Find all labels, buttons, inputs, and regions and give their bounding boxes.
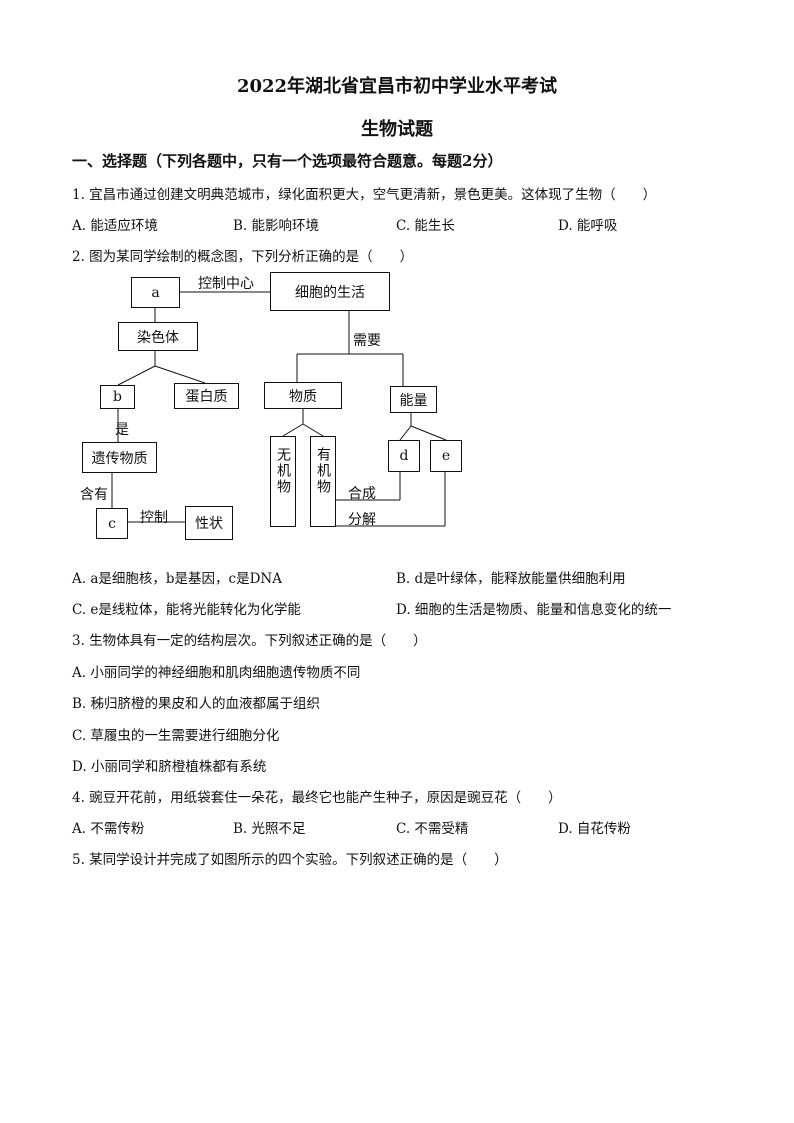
node-organic: 有机物: [310, 436, 336, 527]
section-heading: 一、选择题（下列各题中，只有一个选项最符合题意。每题2分）: [72, 152, 503, 170]
question-4-option-d: D. 自花传粉: [558, 821, 631, 837]
question-4-option-c: C. 不需受精: [396, 821, 469, 837]
question-2-option-c: C. e是线粒体，能将光能转化为化学能: [72, 602, 301, 618]
question-4-stem: 4. 豌豆开花前，用纸袋套住一朵花，最终它也能产生种子，原因是豌豆花（ ）: [72, 790, 562, 806]
label-contain: 含有: [80, 487, 108, 503]
exam-subtitle: 生物试题: [361, 119, 433, 140]
label-need: 需要: [353, 333, 381, 349]
question-2-option-d: D. 细胞的生活是物质、能量和信息变化的统一: [396, 602, 672, 618]
node-c: c: [96, 508, 128, 539]
question-4-option-b: B. 光照不足: [233, 821, 306, 837]
node-a: a: [131, 277, 180, 308]
node-cell-life: 细胞的生活: [270, 272, 390, 311]
node-inorganic-text: 无机物: [275, 447, 291, 495]
label-is: 是: [115, 422, 129, 438]
label-decompose: 分解: [348, 512, 376, 528]
question-1-option-a: A. 能适应环境: [72, 218, 158, 234]
node-inorganic: 无机物: [270, 436, 296, 527]
node-e: e: [430, 440, 462, 472]
question-1-option-d: D. 能呼吸: [558, 218, 618, 234]
question-3-stem: 3. 生物体具有一定的结构层次。下列叙述正确的是（ ）: [72, 633, 427, 649]
question-5-stem: 5. 某同学设计并完成了如图所示的四个实验。下列叙述正确的是（ ）: [72, 852, 508, 868]
node-genetic-material: 遗传物质: [82, 442, 157, 473]
question-1-option-b: B. 能影响环境: [233, 218, 320, 234]
exam-title: 2022年湖北省宜昌市初中学业水平考试: [236, 76, 558, 97]
question-3-option-c: C. 草履虫的一生需要进行细胞分化: [72, 728, 280, 744]
question-1-option-c: C. 能生长: [396, 218, 455, 234]
question-3-option-d: D. 小丽同学和脐橙植株都有系统: [72, 759, 267, 775]
question-2-option-b: B. d是叶绿体，能释放能量供细胞利用: [396, 571, 626, 587]
question-2-option-a: A. a是细胞核，b是基因，c是DNA: [72, 571, 282, 587]
question-3-option-b: B. 秭归脐橙的果皮和人的血液都属于组织: [72, 696, 321, 712]
node-b: b: [100, 385, 135, 409]
node-d: d: [388, 440, 420, 472]
label-control: 控制: [140, 510, 168, 526]
node-chromosome: 染色体: [118, 322, 198, 351]
node-protein: 蛋白质: [174, 383, 239, 409]
node-trait: 性状: [185, 506, 233, 540]
label-control-center: 控制中心: [198, 276, 254, 292]
question-1-stem: 1. 宜昌市通过创建文明典范城市，绿化面积更大，空气更清新，景色更美。这体现了生…: [72, 187, 657, 203]
label-synthesis: 合成: [348, 486, 376, 502]
question-2-stem: 2. 图为某同学绘制的概念图，下列分析正确的是（ ）: [72, 249, 414, 265]
question-4-option-a: A. 不需传粉: [72, 821, 145, 837]
node-matter: 物质: [264, 382, 342, 409]
node-energy: 能量: [390, 386, 437, 413]
node-organic-text: 有机物: [315, 447, 331, 495]
question-3-option-a: A. 小丽同学的神经细胞和肌肉细胞遗传物质不同: [72, 665, 361, 681]
